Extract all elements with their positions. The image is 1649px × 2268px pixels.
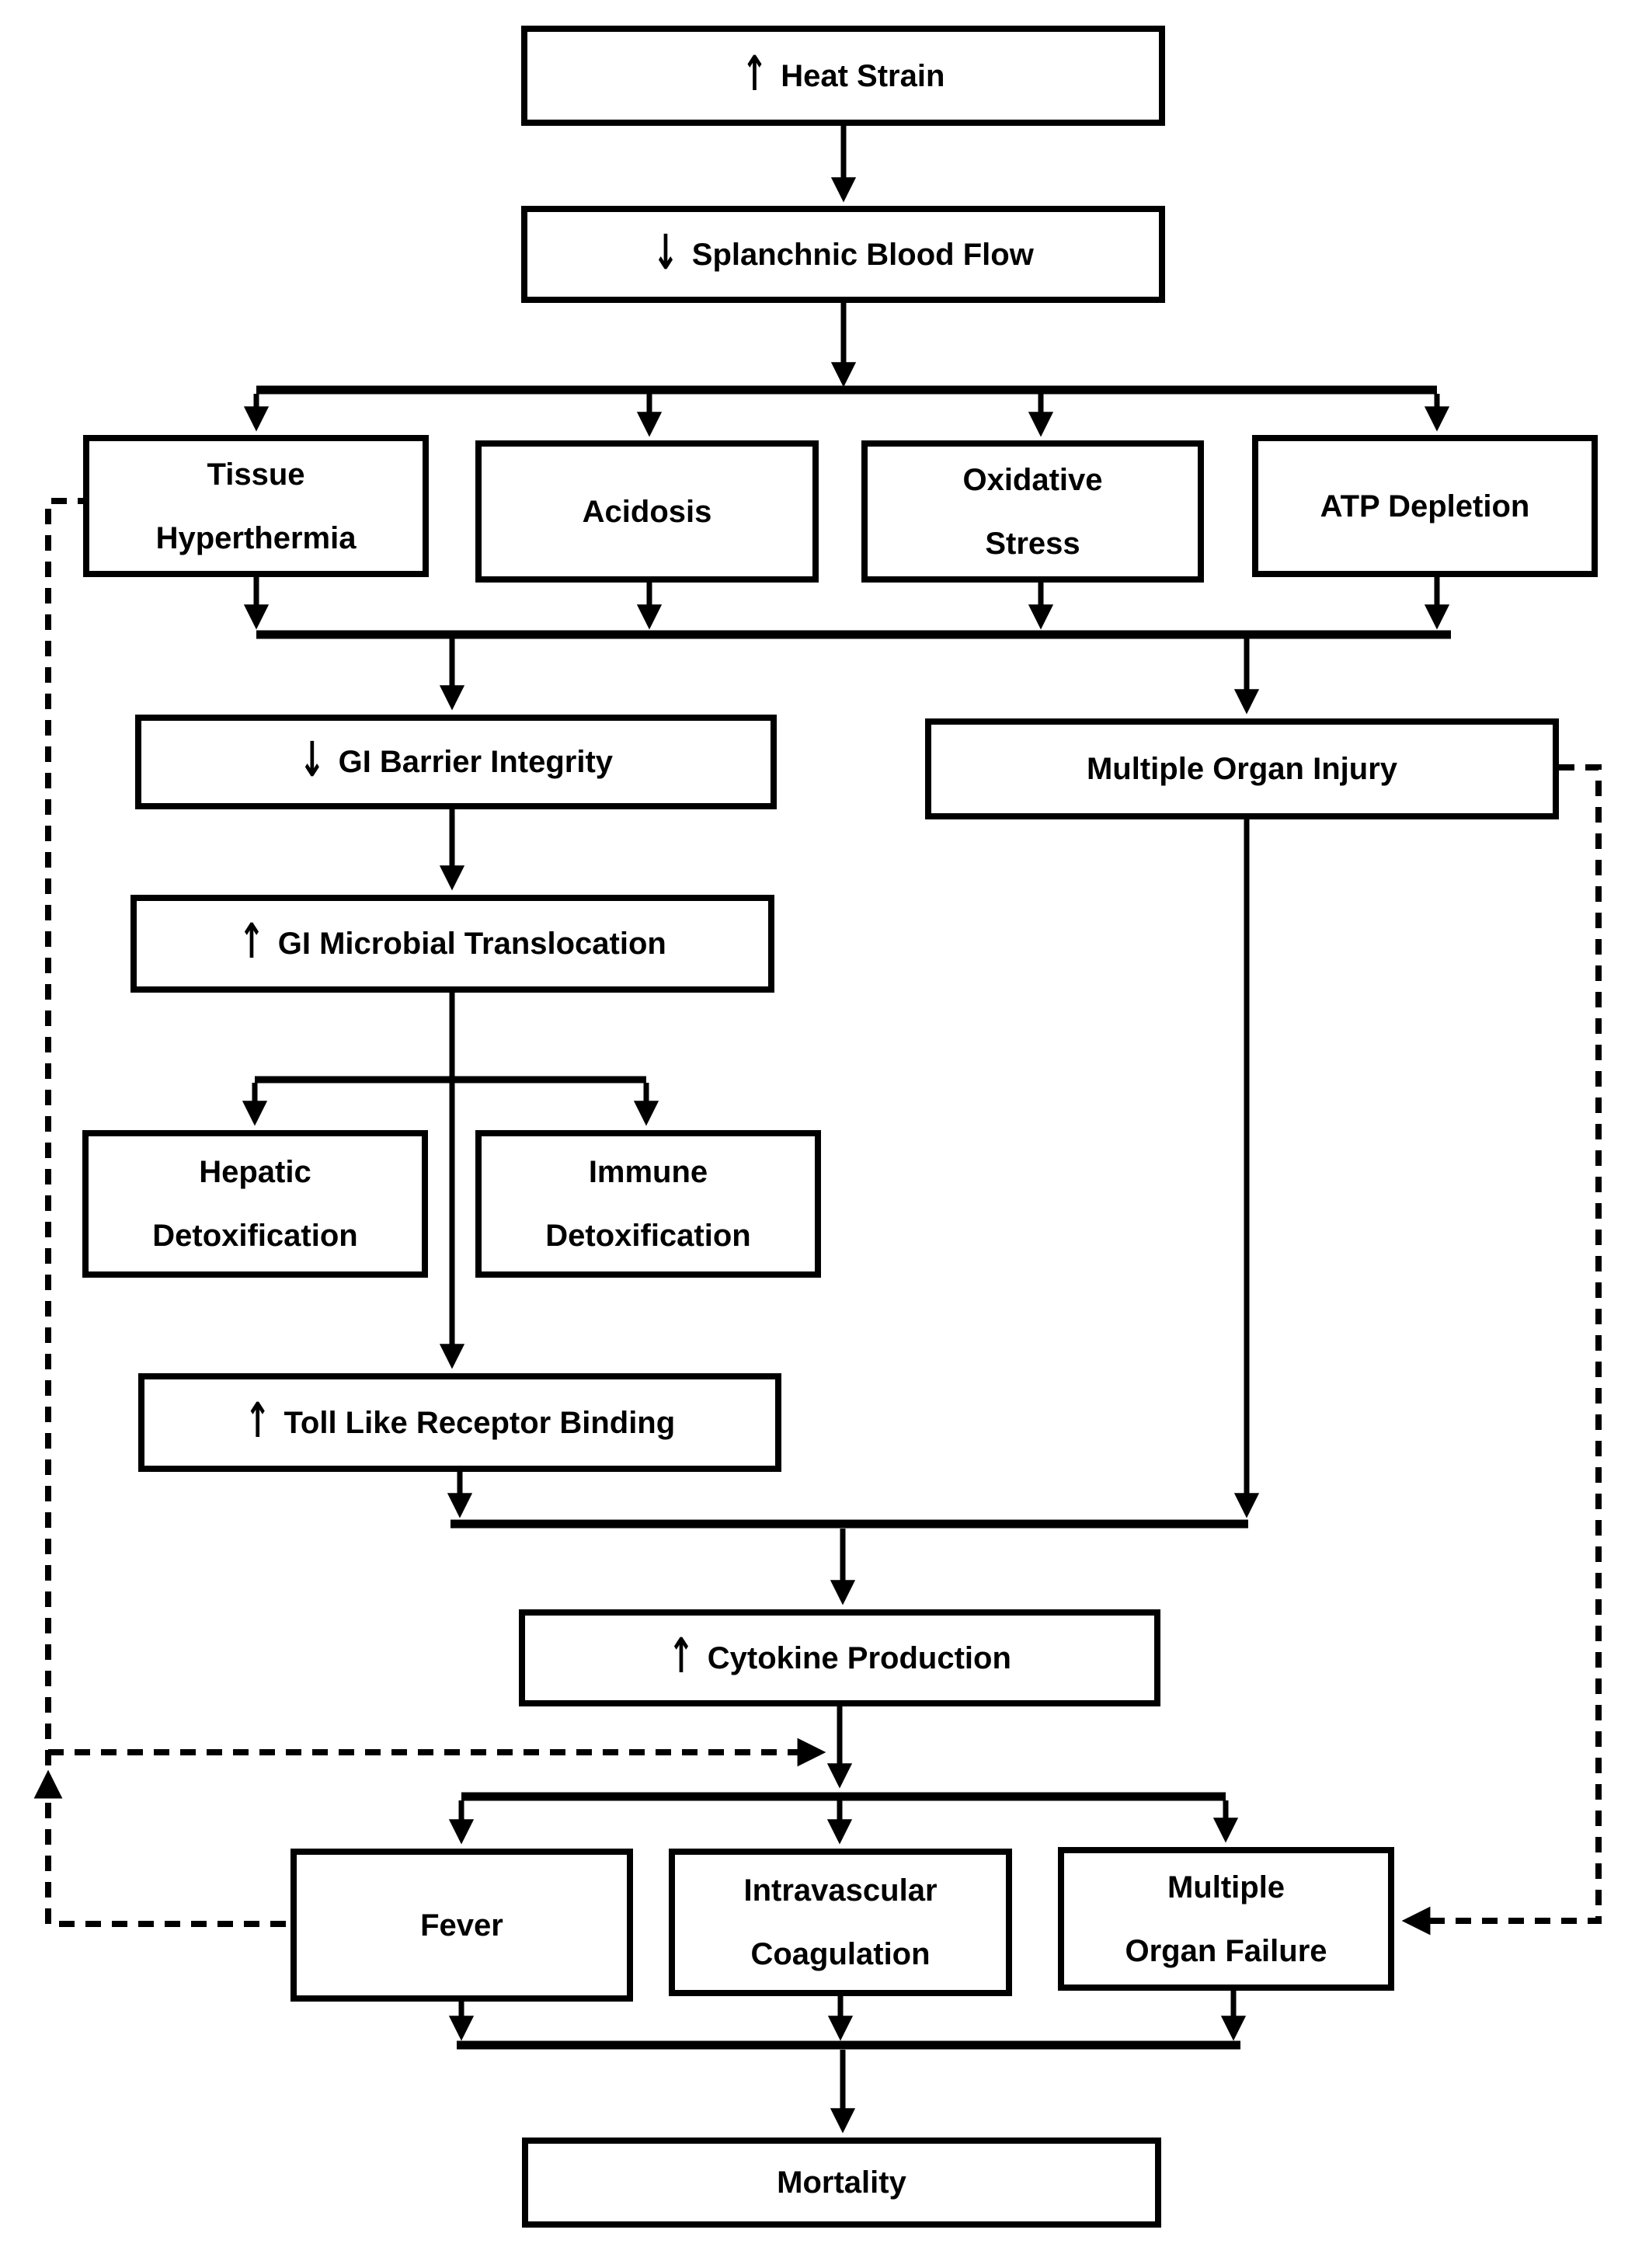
node-tissue-hyperthermia: Tissue Hyperthermia bbox=[83, 435, 429, 577]
direction-arrow-icon: ↑ bbox=[741, 46, 768, 102]
node-multiple-organ-injury-label: Multiple Organ Injury bbox=[1086, 752, 1398, 786]
node-multiple-organ-failure: Multiple Organ Failure bbox=[1058, 1847, 1394, 1991]
node-cytokine-production: ↑ Cytokine Production bbox=[519, 1609, 1160, 1706]
node-toll-like-receptor-binding: ↑ Toll Like Receptor Binding bbox=[138, 1373, 781, 1472]
node-hepatic-detoxification-label: Hepatic Detoxification bbox=[152, 1155, 358, 1253]
node-splanchnic-blood-flow: ↓ Splanchnic Blood Flow bbox=[521, 206, 1165, 303]
node-toll-like-receptor-binding-label: ↑ Toll Like Receptor Binding bbox=[237, 1391, 683, 1455]
node-cytokine-production-label: ↑ Cytokine Production bbox=[660, 1626, 1019, 1690]
node-multiple-organ-injury: Multiple Organ Injury bbox=[925, 718, 1559, 819]
node-gi-microbial-translocation: ↑ GI Microbial Translocation bbox=[130, 895, 774, 993]
node-oxidative-stress-label: Oxidative Stress bbox=[962, 462, 1103, 561]
node-multiple-organ-failure-label: Multiple Organ Failure bbox=[1125, 1870, 1327, 1968]
node-mortality-label: Mortality bbox=[777, 2165, 906, 2200]
node-atp-depletion: ATP Depletion bbox=[1252, 435, 1598, 577]
node-gi-microbial-translocation-label: ↑ GI Microbial Translocation bbox=[231, 912, 674, 976]
direction-arrow-icon: ↑ bbox=[668, 1628, 694, 1684]
node-acidosis: Acidosis bbox=[475, 440, 819, 583]
direction-arrow-icon: ↑ bbox=[244, 1393, 271, 1449]
node-gi-barrier-integrity-label: ↓ GI Barrier Integrity bbox=[291, 730, 621, 794]
node-intravascular-coagulation-label: Intravascular Coagulation bbox=[743, 1873, 938, 1971]
node-heat-strain: ↑ Heat Strain bbox=[521, 26, 1165, 126]
node-acidosis-label: Acidosis bbox=[582, 494, 712, 529]
node-heat-strain-label: ↑ Heat Strain bbox=[734, 44, 953, 108]
node-atp-depletion-label: ATP Depletion bbox=[1320, 489, 1530, 524]
node-hepatic-detoxification: Hepatic Detoxification bbox=[82, 1130, 428, 1278]
direction-arrow-icon: ↑ bbox=[238, 914, 265, 970]
node-fever: Fever bbox=[290, 1849, 633, 2002]
direction-arrow-icon: ↓ bbox=[298, 732, 325, 788]
node-oxidative-stress: Oxidative Stress bbox=[861, 440, 1204, 583]
node-splanchnic-blood-flow-label: ↓ Splanchnic Blood Flow bbox=[645, 223, 1042, 287]
dashed-feedback-connectors bbox=[45, 498, 1602, 1936]
node-immune-detoxification-label: Immune Detoxification bbox=[545, 1155, 751, 1253]
solid-connectors bbox=[242, 126, 1451, 2134]
node-fever-label: Fever bbox=[420, 1908, 503, 1943]
direction-arrow-icon: ↓ bbox=[652, 224, 679, 280]
node-gi-barrier-integrity: ↓ GI Barrier Integrity bbox=[135, 715, 777, 809]
node-intravascular-coagulation: Intravascular Coagulation bbox=[669, 1849, 1012, 1996]
node-immune-detoxification: Immune Detoxification bbox=[475, 1130, 821, 1278]
node-mortality: Mortality bbox=[522, 2138, 1161, 2228]
node-tissue-hyperthermia-label: Tissue Hyperthermia bbox=[155, 457, 357, 555]
